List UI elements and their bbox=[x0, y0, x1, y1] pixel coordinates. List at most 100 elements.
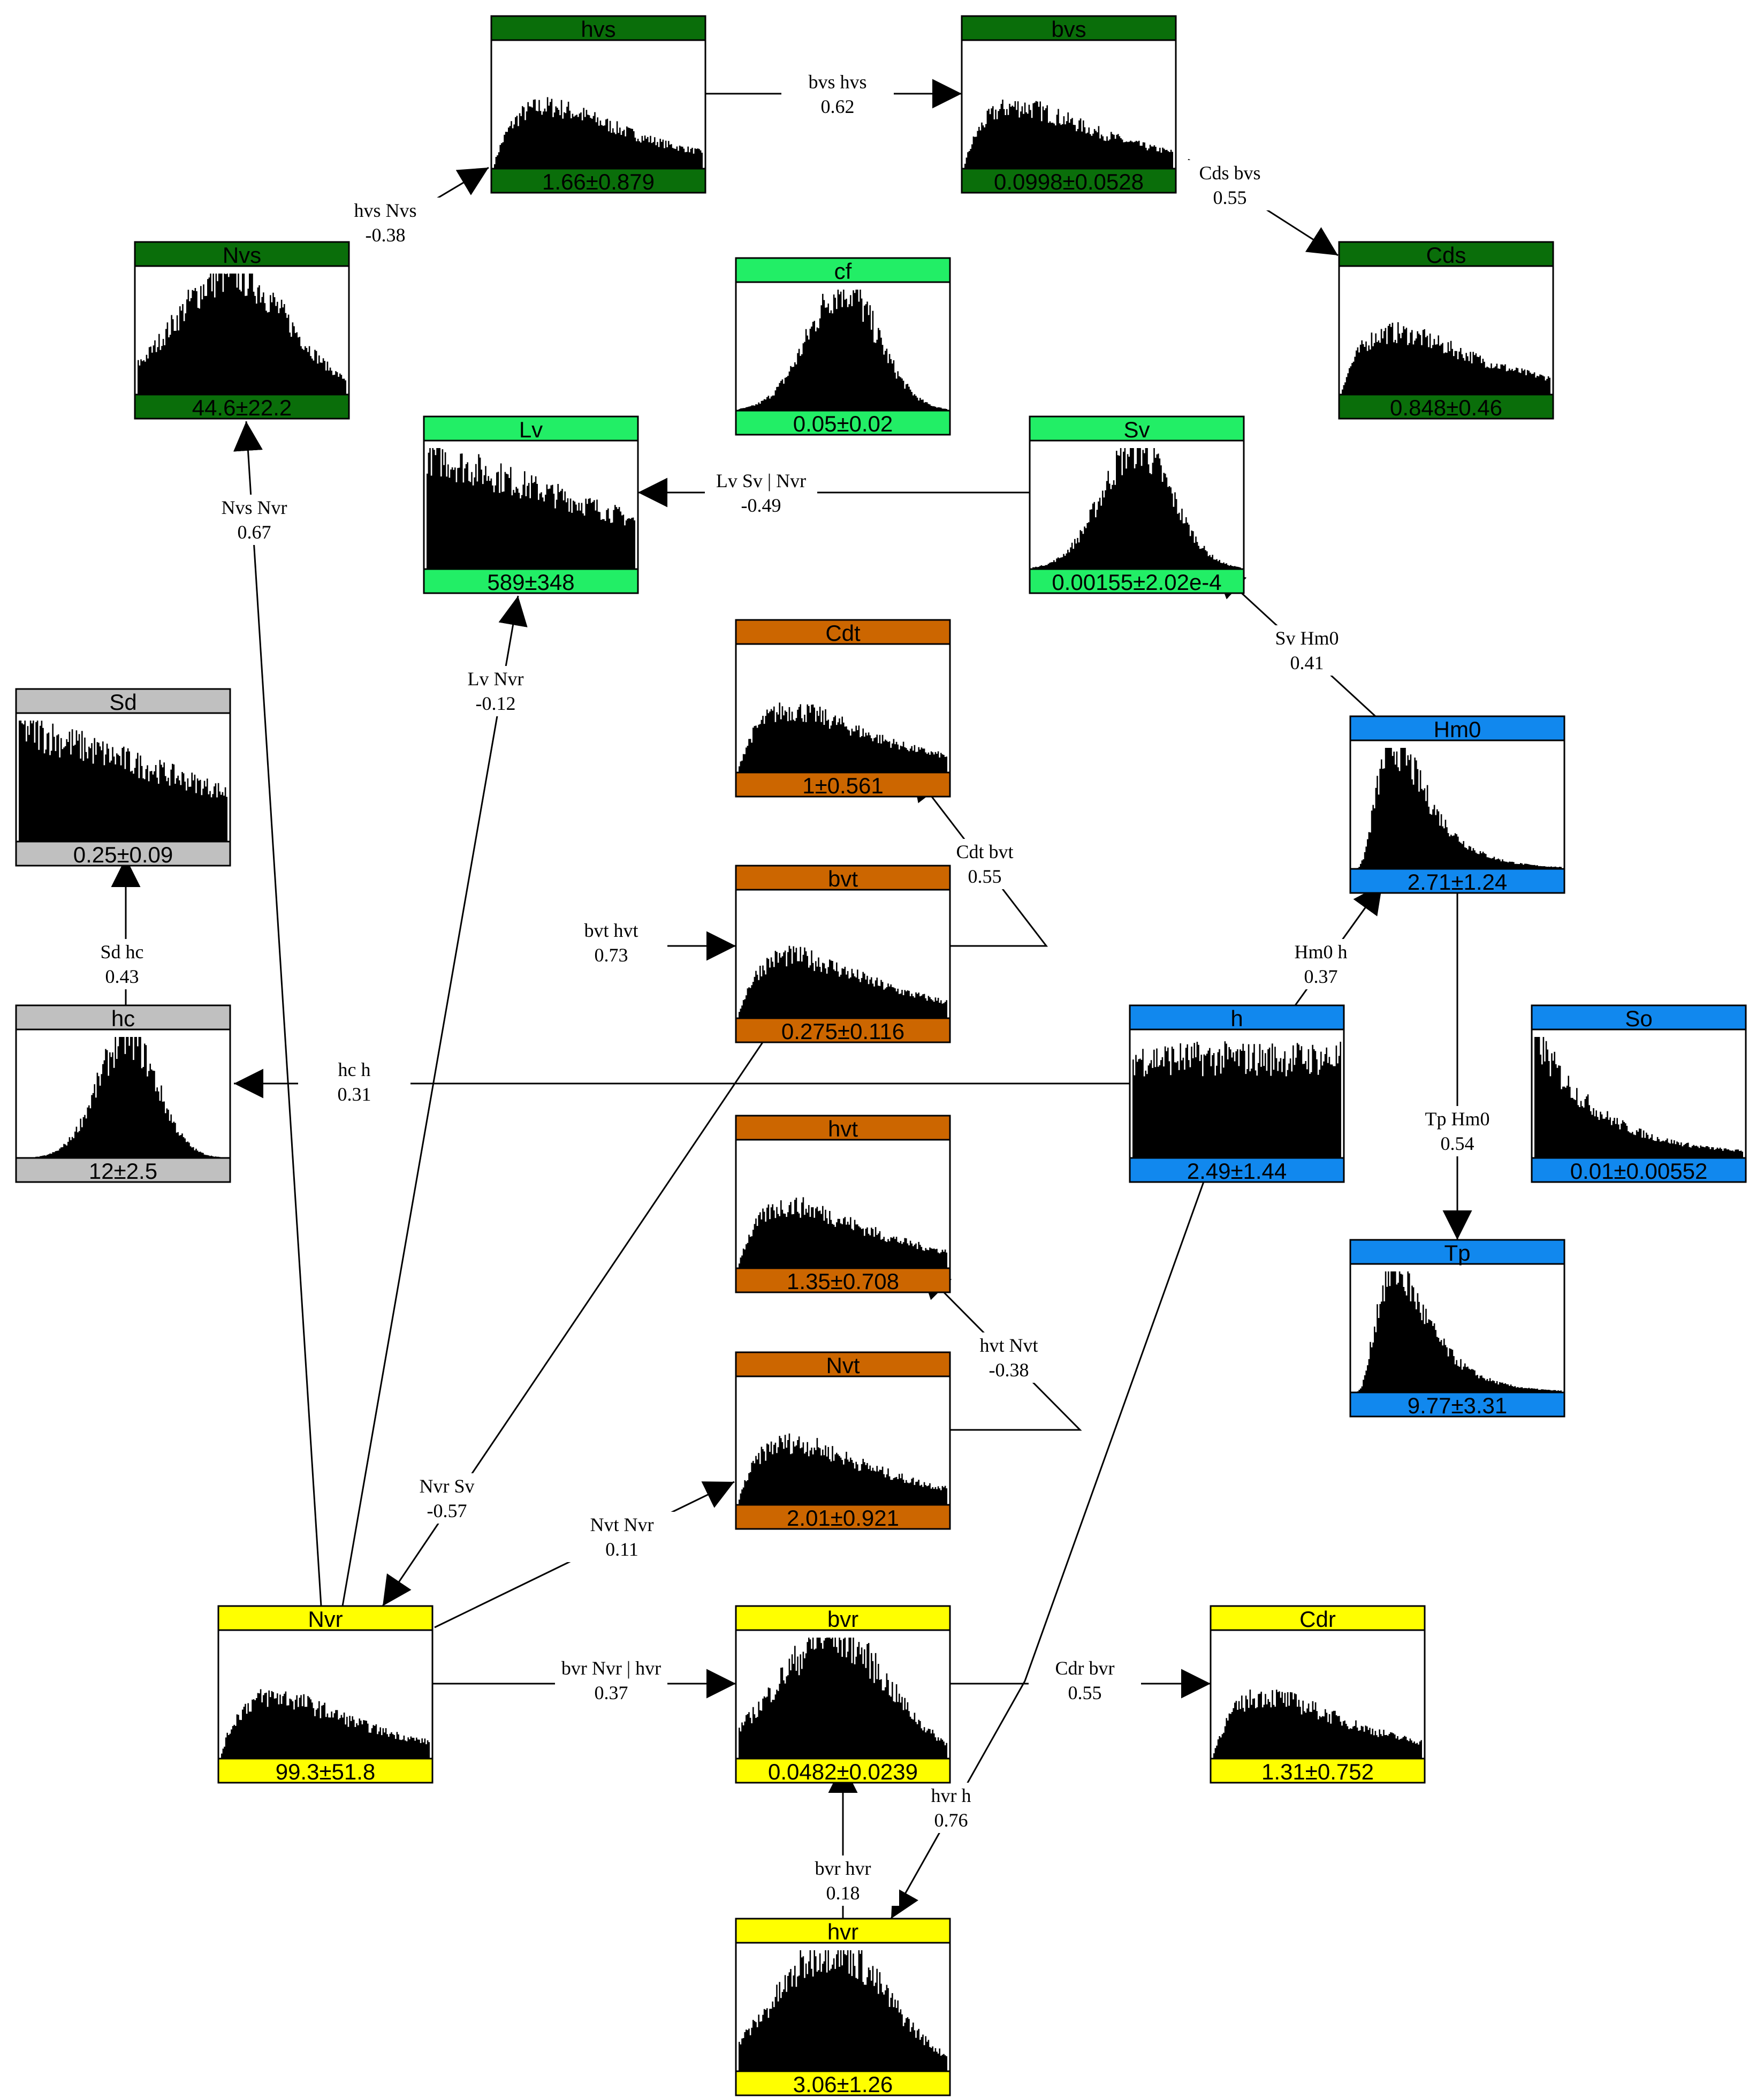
edge-lv-sv-nvr: Lv Sv | Nvr-0.49 bbox=[638, 468, 1030, 518]
edge-label-bg bbox=[1401, 1106, 1514, 1156]
edge-label-bg bbox=[439, 666, 552, 716]
edge-hvs-nvs: hvs Nvs-0.38 bbox=[329, 166, 489, 248]
node-histogram bbox=[19, 721, 227, 842]
node-hvs: hvs 1.66±0.879 bbox=[490, 15, 706, 194]
edge-label-value: 0.73 bbox=[595, 944, 628, 966]
edge-label-bg bbox=[1251, 625, 1363, 676]
node-stat: 9.77±3.31 bbox=[1408, 1393, 1508, 1418]
node-stat-bar bbox=[1210, 1758, 1426, 1784]
node-histogram bbox=[1342, 322, 1550, 395]
node-stat: 0.01±0.00552 bbox=[1570, 1158, 1708, 1184]
edge-label-bg bbox=[895, 1783, 1007, 1833]
edge-label-value: -0.38 bbox=[366, 224, 406, 246]
node-title: So bbox=[1625, 1006, 1652, 1031]
node-title-bar bbox=[735, 619, 951, 645]
node-h: h2.49±1.44 bbox=[1129, 1004, 1345, 1184]
edge-label-name: hc h bbox=[338, 1059, 371, 1080]
node-stat: 589±348 bbox=[487, 570, 574, 595]
node-stat-bar bbox=[134, 393, 350, 420]
node-stat: 2.49±1.44 bbox=[1187, 1158, 1287, 1184]
node-title-bar bbox=[1029, 415, 1245, 442]
edge-cds-bvs: Cds bvs 0.55 bbox=[1174, 158, 1339, 256]
node-title-bar bbox=[961, 15, 1177, 41]
node-title: hvs bbox=[581, 17, 615, 42]
node-stat: 0.00155±2.02e-4 bbox=[1052, 570, 1221, 595]
node-stat: 2.71±1.24 bbox=[1408, 869, 1508, 895]
edge-label-bg bbox=[329, 198, 442, 248]
edge-label-bg bbox=[787, 1855, 899, 1906]
edge-label-name: Cds bvs bbox=[1199, 162, 1260, 184]
node-stat-bar bbox=[1129, 1157, 1345, 1183]
node-title: bvs bbox=[1051, 17, 1086, 42]
edge-hm0-h: Hm0 h0.37 bbox=[1265, 883, 1383, 1006]
edge-label-value: 0.43 bbox=[105, 966, 139, 987]
node-title: cf bbox=[834, 259, 852, 284]
edge-nvr-sv: Nvr Sv-0.57 bbox=[382, 1022, 777, 1607]
node-title: Sv bbox=[1123, 417, 1150, 442]
edge-label-name: hvt Nvt bbox=[979, 1335, 1038, 1356]
node-histogram bbox=[739, 1197, 947, 1268]
node-title-bar bbox=[1338, 241, 1554, 267]
edge-label-name: hvr h bbox=[931, 1785, 971, 1806]
node-title-bar bbox=[1349, 715, 1565, 741]
edge-label-value: 0.55 bbox=[1213, 187, 1247, 208]
node-title: hvt bbox=[828, 1116, 858, 1141]
node-stat-bar bbox=[423, 568, 639, 594]
edge-label-bg bbox=[555, 1655, 667, 1706]
node-stat-bar bbox=[735, 1504, 951, 1530]
edge-label-value: 0.11 bbox=[605, 1539, 638, 1560]
node-title: hc bbox=[111, 1006, 135, 1031]
node-title: Lv bbox=[519, 417, 543, 442]
node-title: Cdt bbox=[825, 620, 861, 646]
edge-hvt-nvt: hvt Nvt-0.38 bbox=[919, 1268, 1082, 1431]
edge-sd-hc: Sd hc0.43 bbox=[66, 858, 178, 1005]
node-title: Sd bbox=[109, 690, 136, 715]
node-histogram bbox=[964, 100, 1173, 169]
edge-label-name: Cdt bvt bbox=[956, 841, 1013, 862]
node-stat-bar bbox=[15, 840, 231, 867]
edge-label-bg bbox=[298, 1057, 410, 1107]
edge-label-name: bvr hvr bbox=[815, 1858, 871, 1879]
node-title: bvt bbox=[828, 866, 858, 891]
node-stat: 1.31±0.752 bbox=[1261, 1759, 1374, 1784]
edge-label-value: -0.49 bbox=[741, 495, 781, 516]
edge-line bbox=[919, 1268, 1082, 1431]
node-stat-bar bbox=[1349, 1391, 1565, 1418]
edge-line bbox=[233, 421, 322, 1607]
edge-label-name: Nvs Nvr bbox=[222, 497, 287, 518]
node-stat: 1.66±0.879 bbox=[542, 169, 655, 194]
node-stat: 0.05±0.02 bbox=[793, 411, 893, 436]
edge-label-value: 0.62 bbox=[821, 96, 855, 117]
node-Sd: Sd0.25±0.09 bbox=[15, 688, 231, 867]
node-title-bar bbox=[490, 15, 706, 41]
edge-label-name: Sv Hm0 bbox=[1275, 627, 1339, 649]
edge-label-value: -0.12 bbox=[476, 693, 516, 714]
node-So: So 0.01±0.00552 bbox=[1531, 1004, 1747, 1184]
edge-lv-nvr: Lv Nvr -0.12 bbox=[341, 595, 552, 1607]
node-title: hvr bbox=[827, 1919, 858, 1944]
node-histogram bbox=[739, 1638, 947, 1759]
node-title-bar bbox=[735, 1351, 951, 1377]
edge-line bbox=[890, 1157, 1213, 1919]
edge-line bbox=[911, 770, 1048, 947]
node-stat-bar bbox=[735, 1267, 951, 1293]
node-histogram bbox=[1534, 1037, 1743, 1158]
node-histogram bbox=[1032, 448, 1241, 569]
edge-label-value: 0.31 bbox=[338, 1084, 371, 1105]
node-title: Nvr bbox=[308, 1607, 343, 1632]
node-histogram bbox=[739, 1950, 947, 2071]
edge-label-bg bbox=[566, 1512, 678, 1562]
node-histogram bbox=[1213, 1690, 1422, 1759]
node-stat-bar bbox=[1349, 868, 1565, 894]
node-title: Nvs bbox=[223, 243, 261, 268]
node-histogram bbox=[739, 1433, 947, 1505]
edge-label-name: Lv Nvr bbox=[468, 668, 524, 690]
